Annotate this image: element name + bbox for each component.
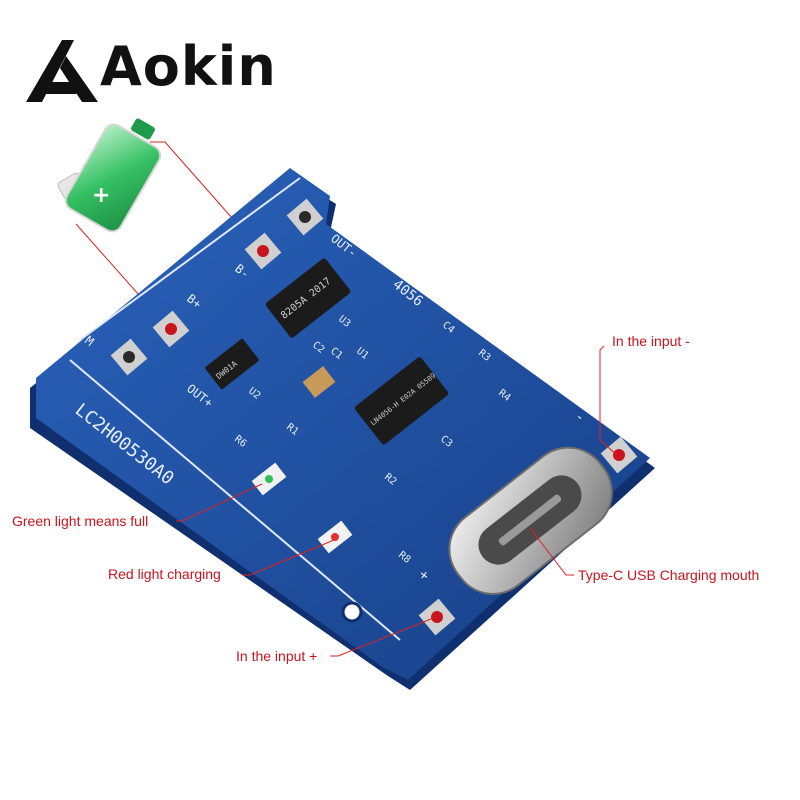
capacitor xyxy=(302,366,336,398)
callout-input-minus: In the input - xyxy=(612,333,690,349)
battery-plus-icon: + xyxy=(92,183,110,208)
callout-red-light: Red light charging xyxy=(108,566,221,582)
callout-green-light: Green light means full xyxy=(12,513,149,529)
aokin-logo-icon xyxy=(26,40,98,102)
leader-green-light xyxy=(176,483,263,522)
brand-name: Aokin xyxy=(100,35,277,98)
usb-type-c-connector xyxy=(448,446,613,595)
battery-minus-leader xyxy=(150,141,263,253)
led-green xyxy=(251,462,287,496)
pad-b-minus xyxy=(244,232,282,270)
pcb-board: 8205A 2017 LN4056-H E02A 05509 DW01A LC2… xyxy=(30,168,655,690)
pad-out-minus xyxy=(286,198,324,236)
led-red xyxy=(317,520,353,554)
callout-input-plus: In the input + xyxy=(236,648,318,664)
leader-type-c xyxy=(529,527,574,576)
leader-input-minus xyxy=(599,345,618,456)
mount-hole xyxy=(341,601,363,623)
pad-out-plus xyxy=(110,338,148,376)
callout-type-c: Type-C USB Charging mouth xyxy=(578,567,760,583)
pad-b-plus xyxy=(152,310,190,348)
pad-input-plus xyxy=(418,598,456,636)
battery-icon: + xyxy=(57,118,162,233)
leader-input-plus xyxy=(330,616,437,657)
chip-dw01a: DW01A xyxy=(205,338,259,390)
leader-red-light xyxy=(242,539,335,576)
pad-input-minus xyxy=(600,436,638,474)
